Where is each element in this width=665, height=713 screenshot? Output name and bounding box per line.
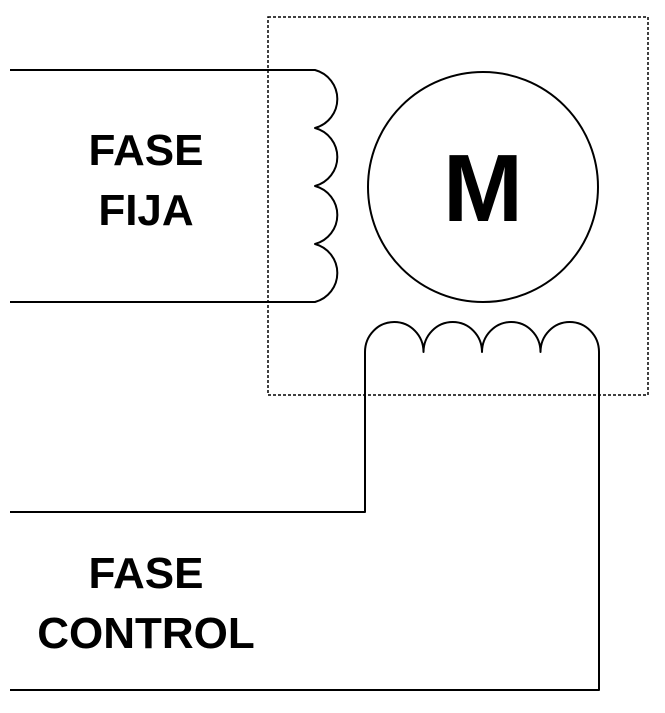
motor-housing [267,16,649,396]
control-phase-winding [10,321,600,691]
fixed-phase-winding [10,69,339,303]
fixed-phase-label-line2: FIJA [98,186,193,235]
control-phase-label-line1: FASE [89,549,204,598]
fixed-phase-label-line1: FASE [89,126,204,175]
motor-symbol: M [443,135,523,242]
motor-rotor [367,71,599,303]
control-phase-label-line2: CONTROL [37,609,255,658]
